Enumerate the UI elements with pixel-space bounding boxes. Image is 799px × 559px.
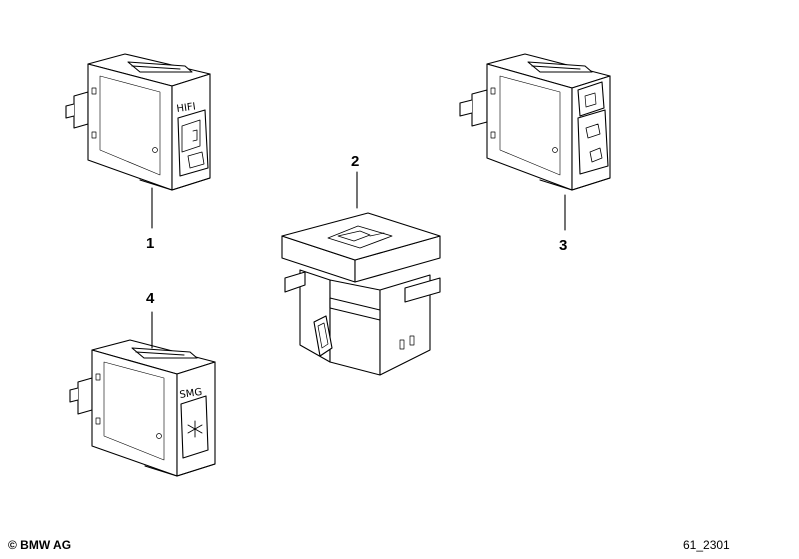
- diagram-id: 61_2301: [683, 538, 730, 552]
- part-1-hifi-switch[interactable]: HIFI: [65, 53, 211, 191]
- callout-4: 4: [146, 290, 155, 307]
- copyright-text: © BMW AG: [8, 538, 72, 552]
- part-4-smg-switch[interactable]: SMG: [69, 339, 216, 477]
- smg-label: SMG: [179, 387, 203, 401]
- part-2-push-switch[interactable]: [281, 212, 441, 376]
- callout-2: 2: [351, 153, 359, 170]
- hifi-label: HIFI: [176, 101, 197, 115]
- snowflake-icon: [187, 420, 203, 438]
- callout-3: 3: [559, 237, 567, 254]
- part-3-arrow-switch[interactable]: [459, 53, 611, 191]
- callout-1: 1: [146, 235, 154, 252]
